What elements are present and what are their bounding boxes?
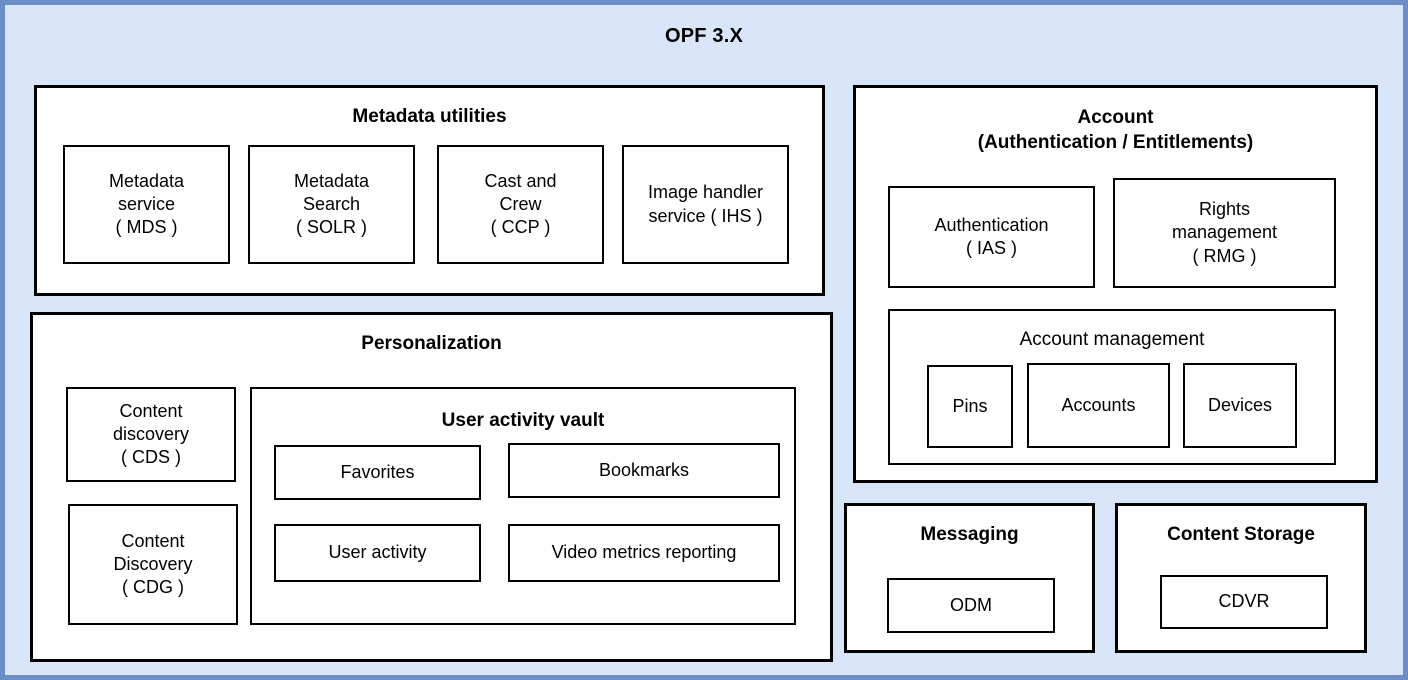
box-content-discovery-cds[interactable]: Content discovery ( CDS ): [66, 387, 236, 482]
line-3: ( SOLR ): [295, 217, 367, 238]
box-devices[interactable]: Devices: [1183, 363, 1297, 448]
line-3: ( CDS ): [121, 447, 181, 468]
box-metadata-search-label: Metadata Search ( SOLR ): [291, 170, 372, 239]
box-authentication-ias-label: Authentication ( IAS ): [931, 214, 1051, 260]
panel-personalization: Personalization Content discovery ( CDS …: [30, 312, 833, 662]
line-1: Authentication: [934, 214, 1049, 235]
box-content-discovery-cdg-label: Content Discovery ( CDG ): [110, 530, 195, 599]
line-2: management: [1171, 222, 1278, 243]
box-pins[interactable]: Pins: [927, 365, 1013, 448]
line-3: ( RMG ): [1192, 245, 1257, 266]
line-2: service ( IHS ): [648, 205, 763, 226]
panel-title-content-storage: Content Storage: [1167, 524, 1315, 545]
panel-content-storage: Content Storage CDVR: [1115, 503, 1367, 653]
panel-title-personalization: Personalization: [361, 333, 502, 354]
line-2: service: [117, 193, 175, 214]
box-accounts-label: Accounts: [1061, 394, 1136, 415]
panel-metadata-utilities: Metadata utilities Metadata service ( MD…: [34, 85, 825, 296]
box-cdvr-label: CDVR: [1218, 591, 1270, 612]
line-1: Content: [119, 400, 183, 421]
line-1: Cast and: [484, 170, 557, 191]
box-video-metrics-reporting[interactable]: Video metrics reporting: [508, 524, 780, 582]
box-authentication-ias[interactable]: Authentication ( IAS ): [888, 186, 1095, 288]
line-1: Rights: [1198, 199, 1250, 220]
line-3: ( MDS ): [115, 217, 178, 238]
box-content-discovery-cds-label: Content discovery ( CDS ): [110, 400, 192, 469]
subpanel-account-management: Account management Pins Accounts Devices: [888, 309, 1336, 465]
box-metadata-search[interactable]: Metadata Search ( SOLR ): [248, 145, 415, 264]
box-accounts[interactable]: Accounts: [1027, 363, 1170, 448]
line-1: Image handler: [647, 182, 764, 203]
panel-messaging: Messaging ODM: [844, 503, 1095, 653]
line-2: discovery: [112, 423, 190, 444]
account-title-line-1: Account: [1077, 107, 1154, 128]
line-2: Search: [302, 193, 361, 214]
box-favorites[interactable]: Favorites: [274, 445, 481, 500]
box-video-metrics-reporting-label: Video metrics reporting: [551, 542, 737, 563]
panel-title-account: Account (Authentication / Entitlements): [856, 105, 1375, 156]
line-1: Metadata: [108, 170, 185, 191]
subpanel-title-account-management: Account management: [1019, 329, 1205, 350]
box-metadata-service[interactable]: Metadata service ( MDS ): [63, 145, 230, 264]
box-image-handler-service-label: Image handler service ( IHS ): [645, 181, 766, 227]
panel-title-messaging: Messaging: [920, 524, 1019, 545]
box-metadata-service-label: Metadata service ( MDS ): [106, 170, 187, 239]
line-1: Content: [121, 530, 185, 551]
account-title-line-2: (Authentication / Entitlements): [977, 132, 1254, 154]
box-cast-and-crew-label: Cast and Crew ( CCP ): [481, 170, 559, 239]
box-favorites-label: Favorites: [340, 461, 415, 482]
box-rights-management-rmg-label: Rights management ( RMG ): [1169, 198, 1280, 267]
box-odm-label: ODM: [950, 594, 992, 615]
panel-account: Account (Authentication / Entitlements) …: [853, 85, 1378, 483]
box-rights-management-rmg[interactable]: Rights management ( RMG ): [1113, 178, 1336, 288]
box-odm[interactable]: ODM: [887, 578, 1055, 633]
box-pins-label: Pins: [952, 395, 988, 416]
diagram-title: OPF 3.X: [664, 25, 744, 47]
box-image-handler-service[interactable]: Image handler service ( IHS ): [622, 145, 789, 264]
box-cdvr[interactable]: CDVR: [1160, 575, 1328, 629]
box-user-activity-label: User activity: [328, 542, 427, 563]
box-cast-and-crew[interactable]: Cast and Crew ( CCP ): [437, 145, 604, 264]
line-2: Discovery: [113, 553, 193, 574]
box-user-activity[interactable]: User activity: [274, 524, 481, 582]
box-bookmarks-label: Bookmarks: [598, 459, 690, 480]
box-content-discovery-cdg[interactable]: Content Discovery ( CDG ): [68, 504, 238, 625]
subpanel-title-user-activity-vault: User activity vault: [441, 410, 605, 431]
line-3: ( CCP ): [490, 217, 551, 238]
box-bookmarks[interactable]: Bookmarks: [508, 443, 780, 498]
box-devices-label: Devices: [1207, 394, 1273, 415]
panel-title-metadata-utilities: Metadata utilities: [352, 106, 507, 127]
line-3: ( CDG ): [121, 577, 184, 598]
line-1: Metadata: [293, 170, 370, 191]
line-2: ( IAS ): [965, 238, 1017, 258]
subpanel-user-activity-vault: User activity vault Favorites Bookmarks …: [250, 387, 796, 625]
line-2: Crew: [499, 193, 542, 214]
